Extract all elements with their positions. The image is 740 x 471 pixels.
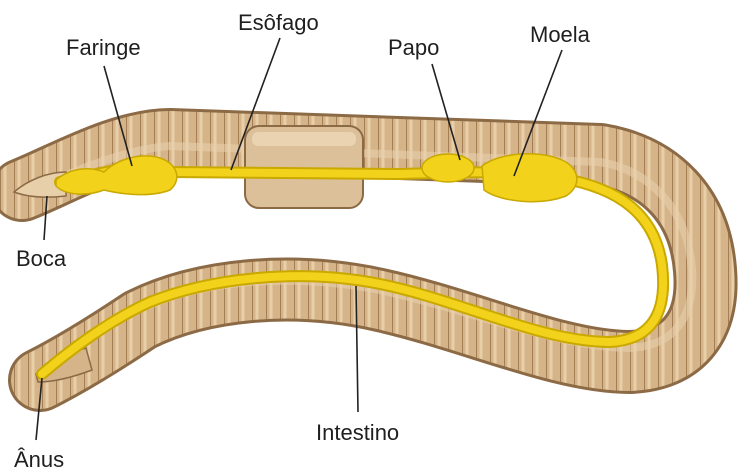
leader-moela — [513, 49, 563, 177]
clitellum-shade — [252, 132, 356, 146]
leader-lines — [35, 37, 563, 441]
leader-esofago — [230, 37, 281, 171]
label-faringe: Faringe — [66, 35, 141, 60]
label-moela: Moela — [530, 22, 591, 47]
label-anus: Ânus — [14, 447, 64, 471]
gizzard-organ — [481, 153, 578, 203]
worm-body — [0, 108, 738, 412]
leader-boca — [43, 195, 48, 241]
labels: Faringe Esôfago Papo Moela Boca Intestin… — [14, 10, 591, 471]
crop-organ — [421, 153, 475, 183]
label-papo: Papo — [388, 35, 439, 60]
leader-papo — [431, 63, 461, 161]
label-intestino: Intestino — [316, 420, 399, 445]
leader-faringe — [103, 65, 133, 167]
label-boca: Boca — [16, 246, 67, 271]
label-esofago: Esôfago — [238, 10, 319, 35]
pharynx-organ — [55, 155, 178, 196]
worm-body-segments — [0, 111, 735, 409]
leader-intestino — [355, 285, 359, 413]
leader-anus — [35, 377, 43, 441]
digestive-tract — [36, 153, 670, 380]
